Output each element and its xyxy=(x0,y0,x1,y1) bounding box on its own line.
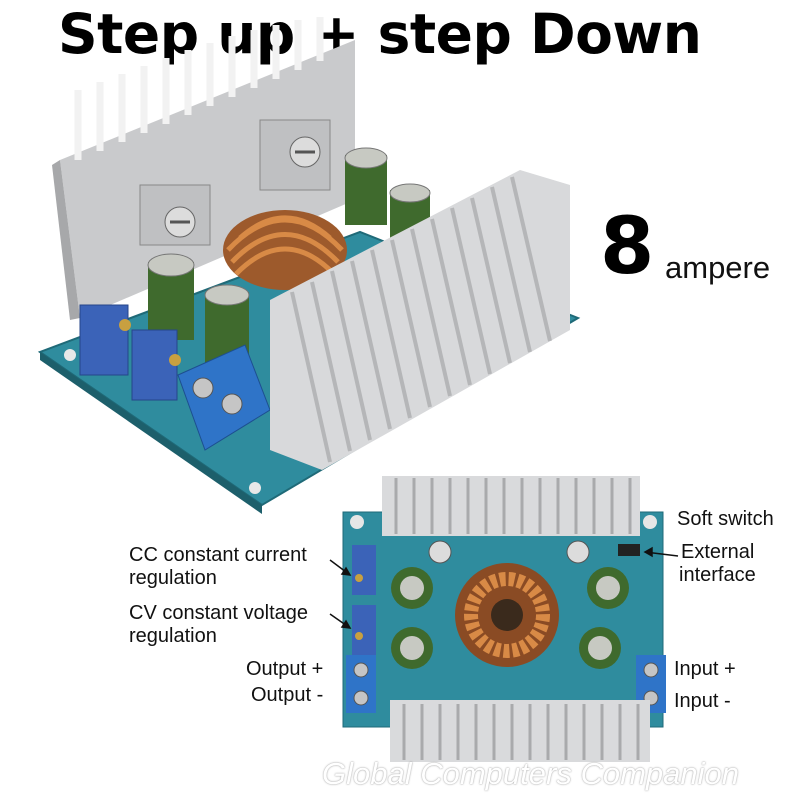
watermark: Global Computers Companion xyxy=(322,756,739,791)
pot-screw xyxy=(169,354,181,366)
mount-hole xyxy=(643,515,657,529)
left-heatsink xyxy=(60,40,355,318)
mount-hole xyxy=(64,349,76,361)
capacitor xyxy=(147,253,195,340)
input-minus-label: Input - xyxy=(674,690,731,712)
capacitor xyxy=(344,147,388,225)
input-plus-label: Input + xyxy=(674,658,736,680)
soft-switch-header xyxy=(618,544,640,556)
top-heatsink xyxy=(382,476,640,536)
capacitor xyxy=(391,567,433,609)
external-interface-label-line2: interface xyxy=(679,564,756,586)
external-interface-label: External xyxy=(681,541,755,563)
headline: Step up + step Down xyxy=(58,2,702,66)
soft-switch-label: Soft switch xyxy=(677,508,774,530)
module-perspective-photo xyxy=(37,17,581,514)
capacitor xyxy=(391,627,433,669)
mount-hole xyxy=(249,482,261,494)
pot-screw xyxy=(119,319,131,331)
cc-potentiometer xyxy=(352,545,376,595)
potentiometer xyxy=(131,329,178,401)
mount-hole xyxy=(350,515,364,529)
potentiometer xyxy=(79,304,129,376)
output-minus-label: Output - xyxy=(251,684,324,706)
annotation-arrows xyxy=(329,546,679,629)
current-rating-unit: ampere xyxy=(665,250,771,285)
cc-label-line2: regulation xyxy=(129,567,217,589)
output-plus-label: Output + xyxy=(246,658,324,680)
cc-label: CC constant current xyxy=(129,544,307,566)
cv-label-line2: regulation xyxy=(129,625,217,647)
capacitor xyxy=(579,627,621,669)
module-top-view-photo xyxy=(342,476,666,762)
bottom-heatsink xyxy=(390,700,650,762)
cv-label: CV constant voltage xyxy=(129,602,308,624)
current-rating-value: 8 xyxy=(600,202,655,292)
capacitor xyxy=(587,567,629,609)
cv-potentiometer xyxy=(352,605,376,655)
right-heatsink xyxy=(270,170,570,470)
